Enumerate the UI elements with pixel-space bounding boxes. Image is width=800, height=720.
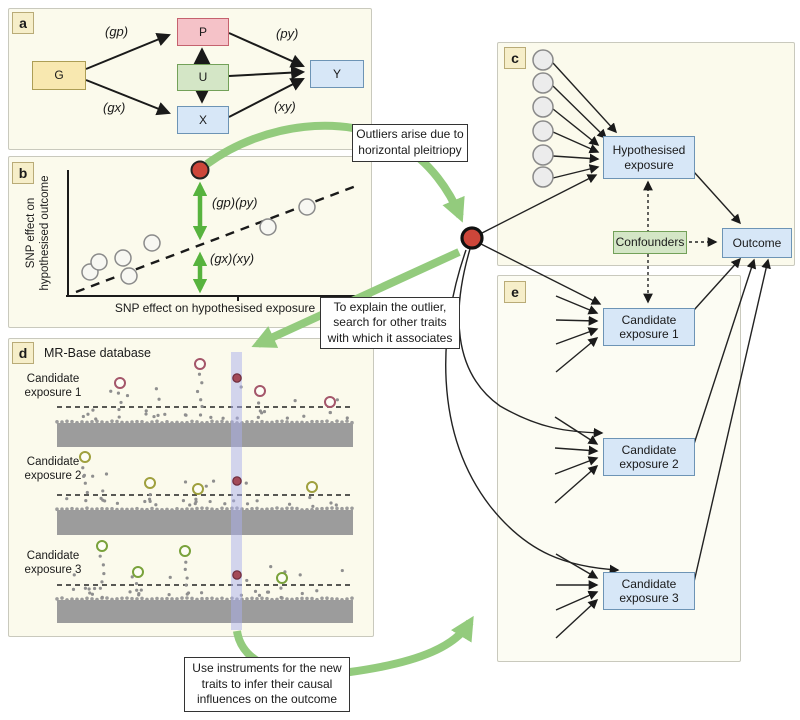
callout-instruments: Use instruments for the new traits to in… xyxy=(184,657,350,712)
snp-points xyxy=(81,198,316,285)
node-y: Y xyxy=(310,60,364,88)
track-label-1: Candidate exposure 1 xyxy=(24,373,82,400)
panel-d-markers xyxy=(79,358,336,584)
edge-label-xy: (xy) xyxy=(274,99,296,114)
gap-label-lower: (gx)(xy) xyxy=(210,251,255,266)
x-axis-label: SNP effect on hypothesised exposure xyxy=(114,301,316,315)
panel-d-tracks xyxy=(55,372,354,623)
node-g: G xyxy=(32,61,86,90)
panel-d-letter: d xyxy=(12,342,34,364)
y-axis-label: SNP effect on hypothesised outcome xyxy=(25,175,51,291)
pleiotropic-snp-node xyxy=(460,226,484,250)
panel-c-snps xyxy=(532,49,554,188)
edge-label-gp: (gp) xyxy=(105,24,129,39)
callout-explain: To explain the outlier, search for other… xyxy=(320,297,460,349)
gap-label-upper: (gp)(py) xyxy=(212,195,258,210)
track-label-2: Candidate exposure 2 xyxy=(24,456,82,483)
callout-outliers: Outliers arise due to horizontal pleitri… xyxy=(352,124,468,162)
panel-c-arrows xyxy=(481,62,741,234)
panel-b-letter: b xyxy=(12,162,34,184)
hypothesised-exposure-box: Hypothesised exposure xyxy=(603,136,695,179)
candidate-exposure-3-box: Candidate exposure 3 xyxy=(603,572,695,610)
confounders-box: Confounders xyxy=(613,231,687,254)
outcome-box: Outcome xyxy=(722,228,792,258)
panel-a-letter: a xyxy=(12,12,34,34)
edge-label-py: (py) xyxy=(276,26,299,41)
edge-label-gx: (gx) xyxy=(103,100,126,115)
node-p: P xyxy=(177,18,229,46)
candidate-exposure-2-box: Candidate exposure 2 xyxy=(603,438,695,476)
node-u: U xyxy=(177,64,229,91)
track-label-3: Candidate exposure 3 xyxy=(24,550,82,577)
highlight-band xyxy=(231,352,242,630)
panel-e-letter: e xyxy=(504,281,526,303)
candidate-exposure-1-box: Candidate exposure 1 xyxy=(603,308,695,346)
mrbase-title: MR-Base database xyxy=(44,346,152,360)
node-x: X xyxy=(177,106,229,134)
panel-a-arrows xyxy=(85,32,306,118)
outlier-point xyxy=(190,160,210,180)
panel-b-plot xyxy=(66,160,357,301)
panel-c-letter: c xyxy=(504,47,526,69)
